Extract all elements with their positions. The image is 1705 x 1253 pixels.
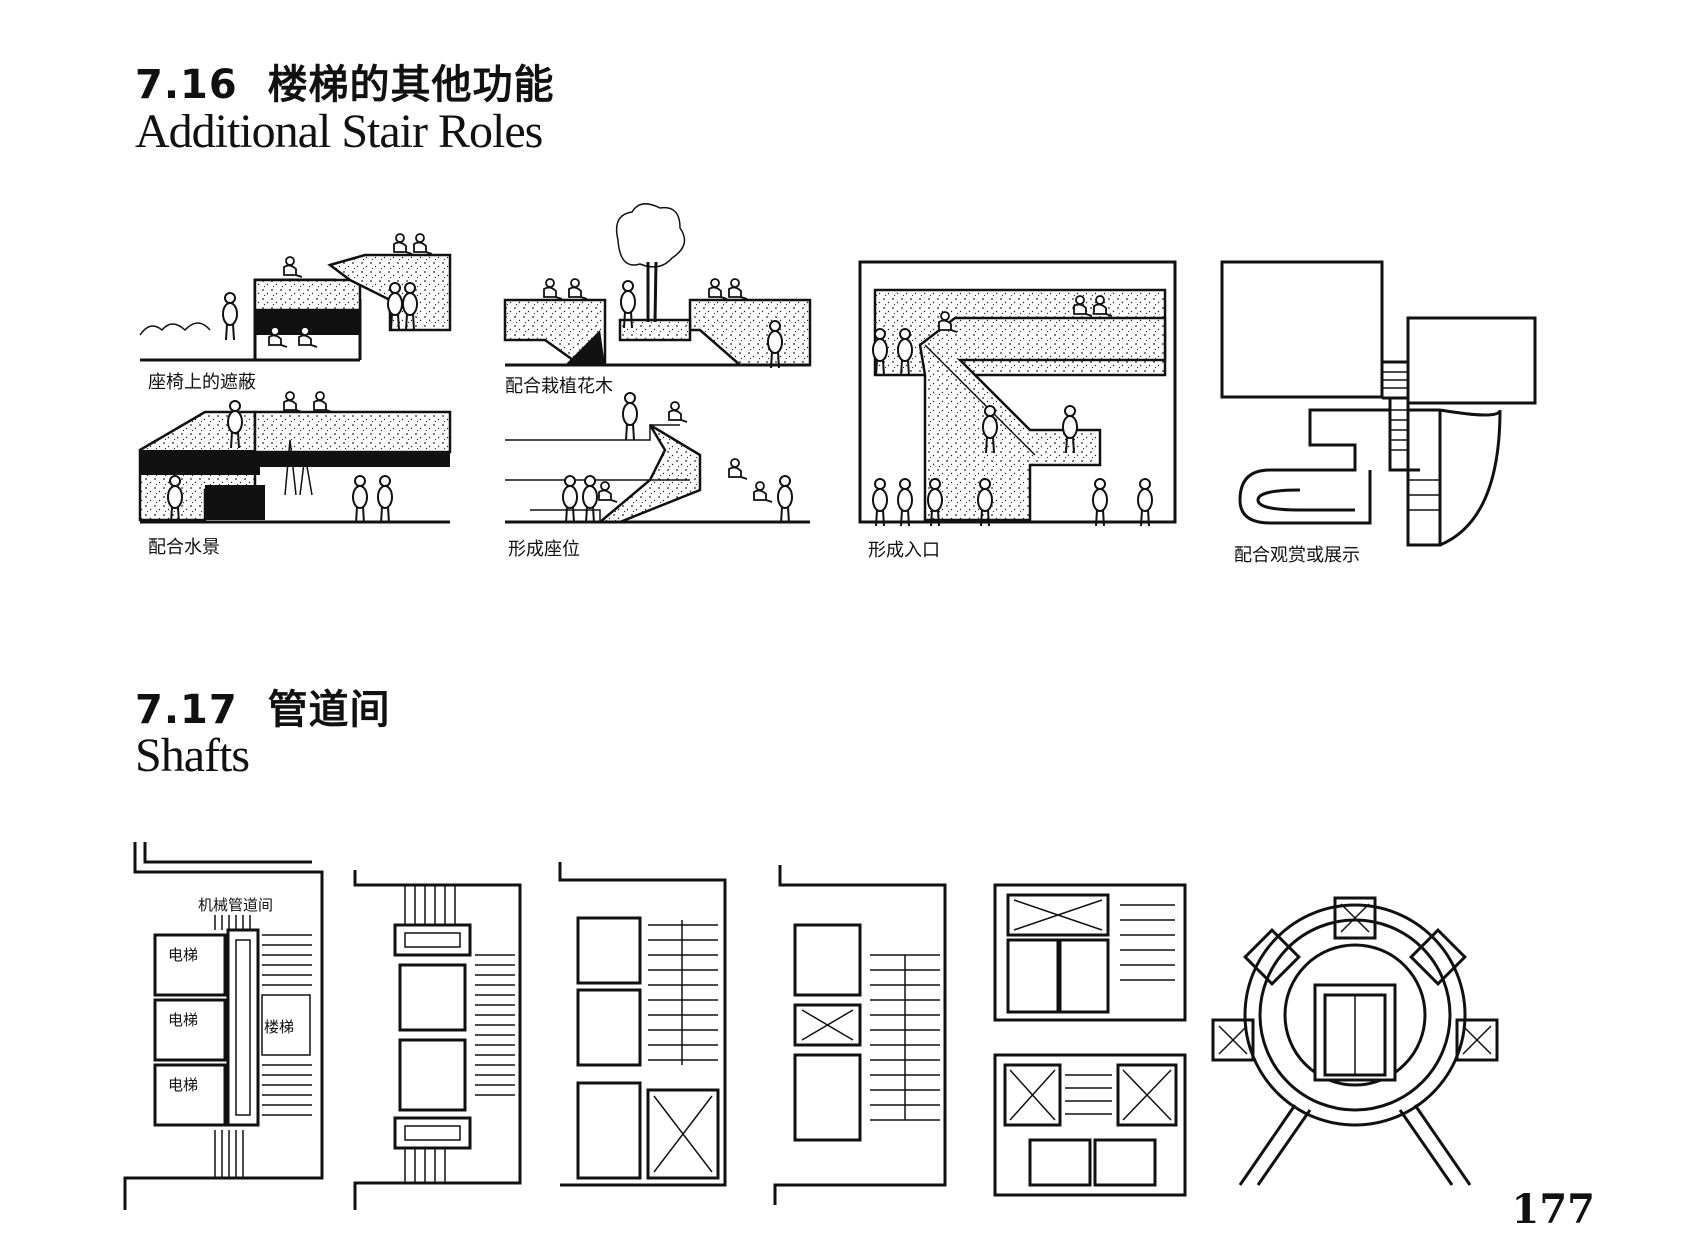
label-stair: 楼梯	[264, 1018, 294, 1036]
section-title-cn: 管道间	[267, 687, 391, 733]
caption-seating: 形成座位	[508, 539, 580, 560]
label-elevator-2: 电梯	[168, 1011, 198, 1029]
label-mech-shaft: 机械管道间	[198, 896, 273, 914]
section-number: 7.17	[135, 687, 238, 733]
shaft-plan-3	[558, 862, 727, 1187]
sketch-seat-shelter	[139, 233, 452, 362]
section-7-16-heading: 7.16 楼梯的其他功能	[135, 52, 555, 110]
sketch-water-feature	[138, 391, 452, 524]
caption-viewing: 配合观赏或展示	[1234, 545, 1360, 566]
sketch-entrance	[858, 260, 1177, 527]
sketch-viewing-plan	[1220, 260, 1537, 547]
sketch-seating	[505, 392, 810, 524]
caption-seat-shelter: 座椅上的遮蔽	[148, 372, 256, 393]
section-7-17-title-en: Shafts	[135, 729, 250, 782]
section-7-16-title-en: Additional Stair Roles	[135, 105, 543, 158]
caption-planting: 配合栽植花木	[505, 376, 613, 397]
section-number: 7.16	[135, 62, 238, 108]
caption-entrance: 形成入口	[868, 540, 940, 561]
shaft-plan-6-radial	[1211, 896, 1499, 1186]
shaft-plan-2	[353, 870, 522, 1210]
shaft-plan-4	[773, 865, 947, 1205]
shaft-plan-5	[993, 883, 1187, 1197]
page-number: 177	[1511, 1186, 1596, 1233]
label-elevator-1: 电梯	[168, 946, 198, 964]
caption-water: 配合水景	[148, 537, 220, 558]
section-7-17-heading: 7.17 管道间	[135, 677, 391, 735]
sketch-planting	[503, 203, 812, 369]
section-title-cn: 楼梯的其他功能	[267, 62, 555, 108]
label-elevator-3: 电梯	[168, 1076, 198, 1094]
shaft-plan-1: 机械管道间 电梯 电梯 电梯 楼梯	[123, 842, 324, 1210]
